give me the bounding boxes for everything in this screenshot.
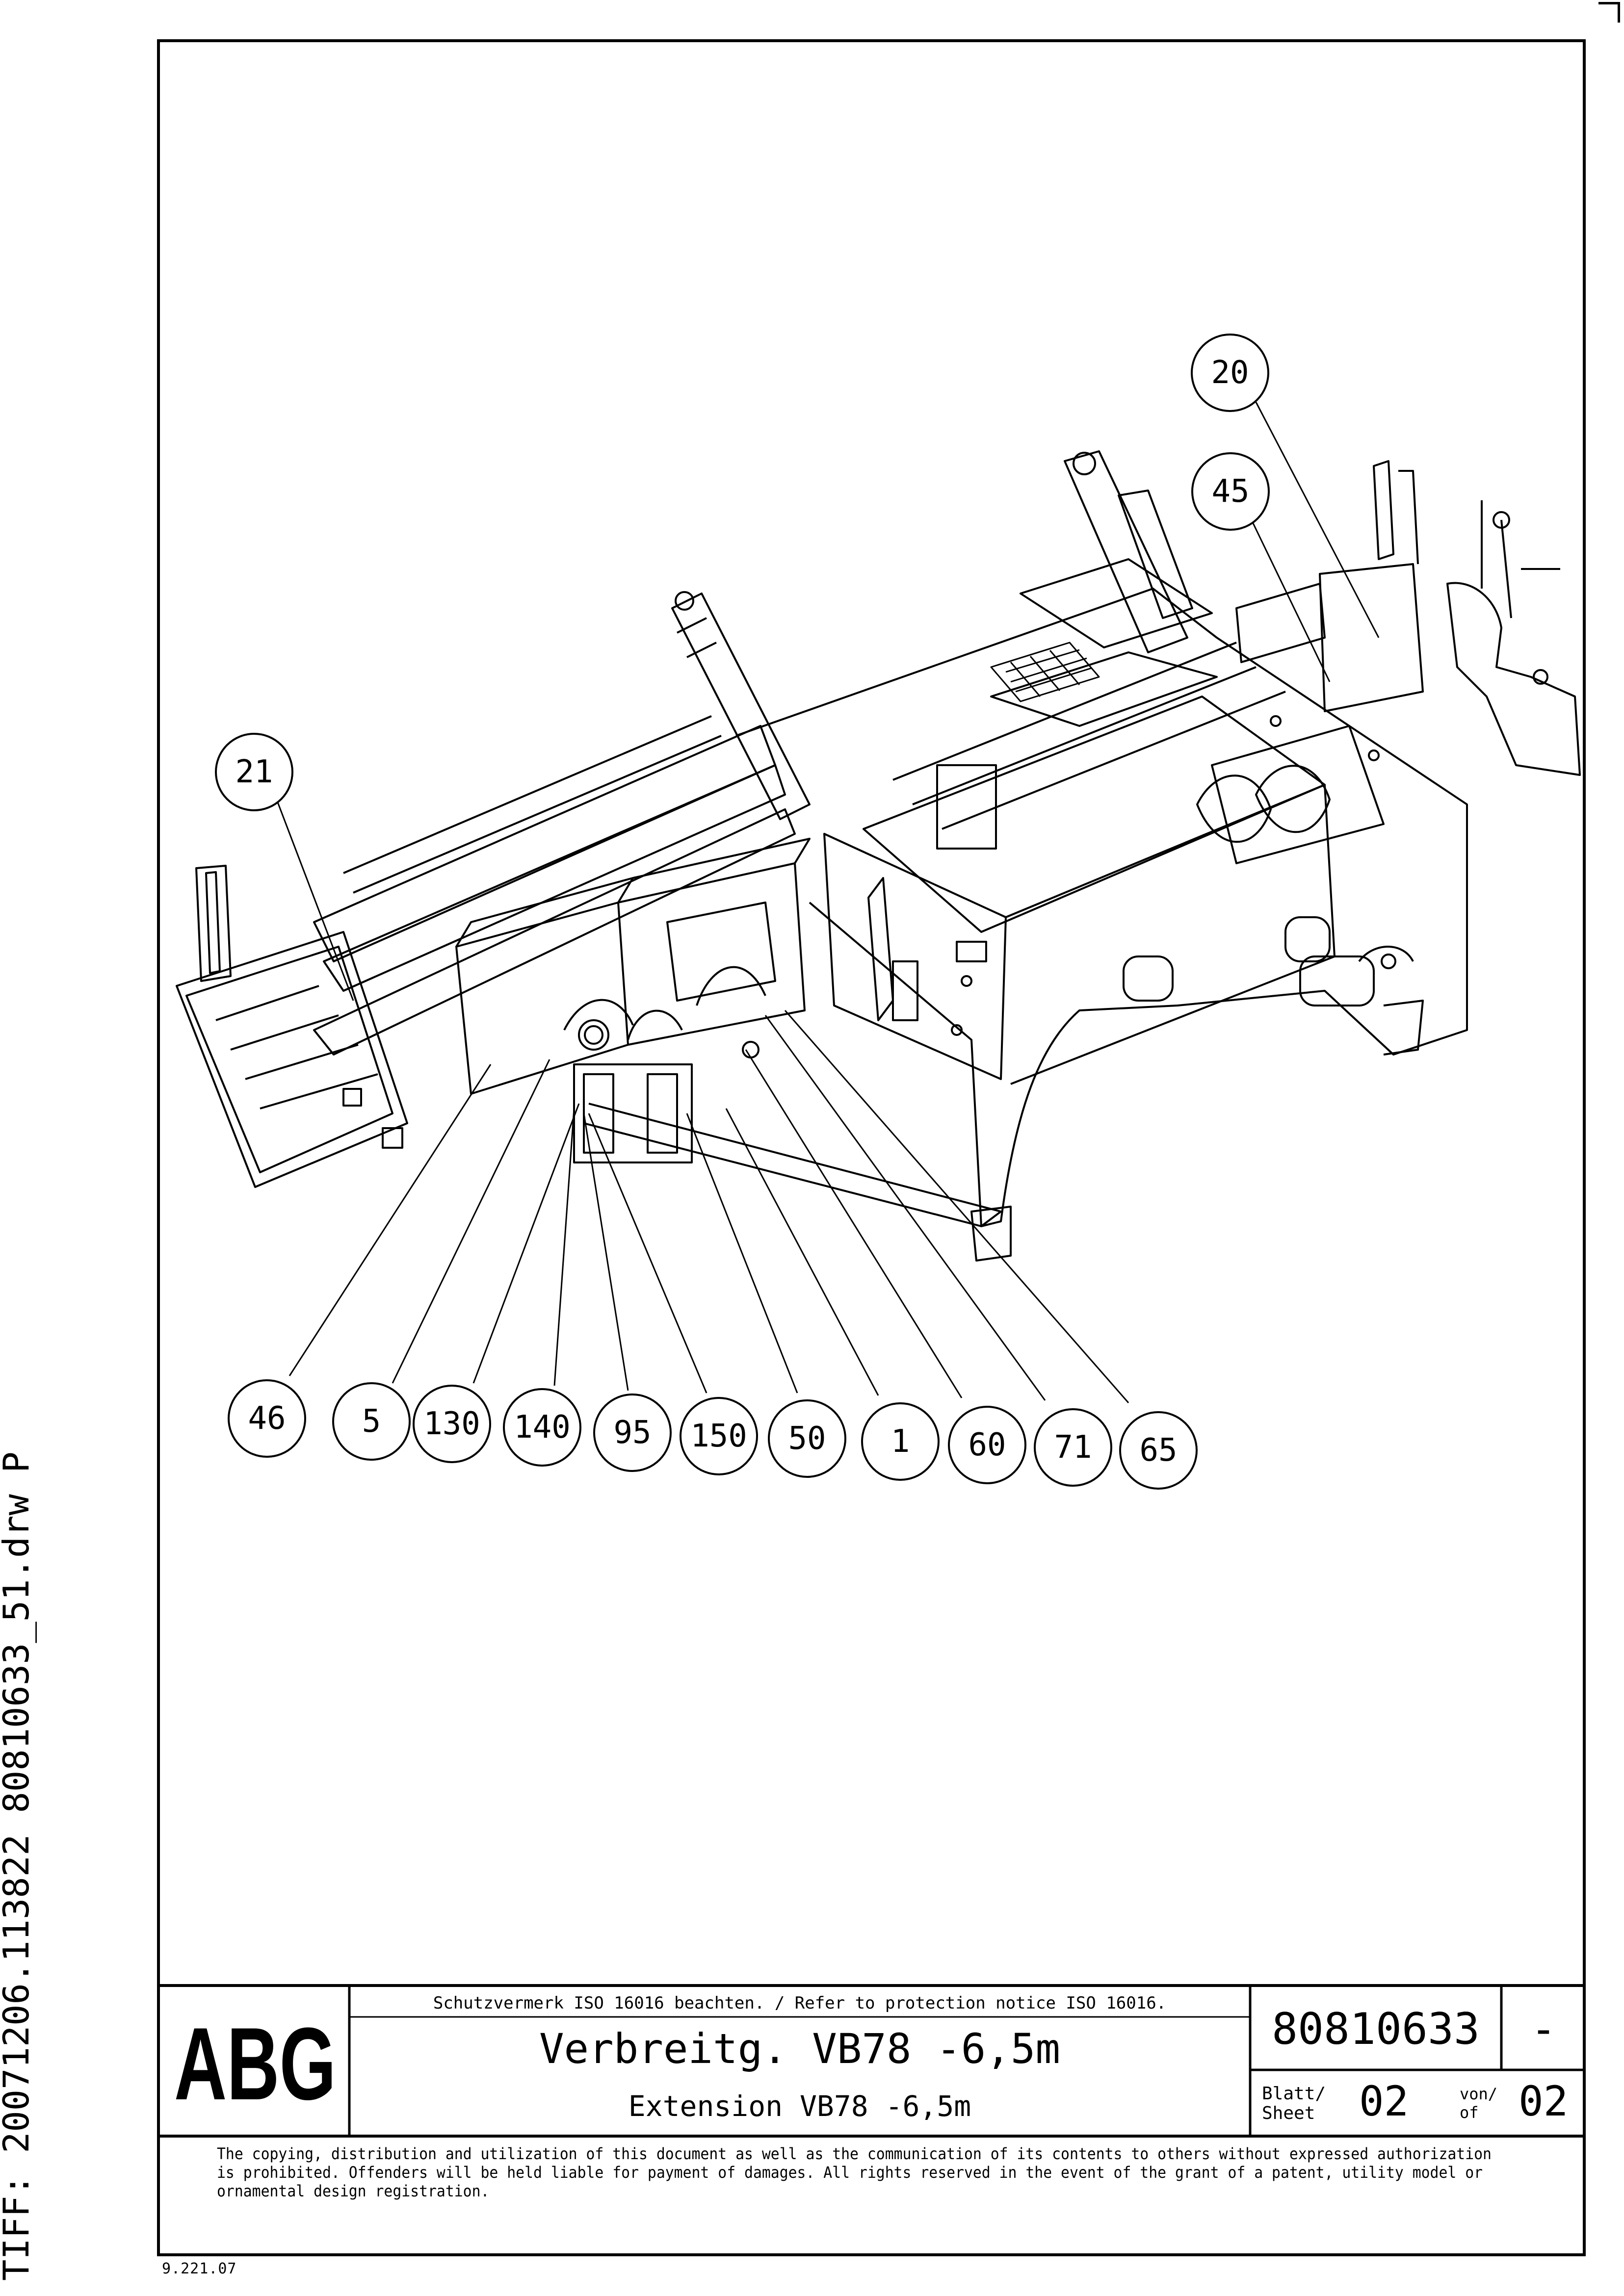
sheet-label-de: Blatt/: [1262, 2084, 1326, 2104]
callout-150: 150: [690, 1418, 747, 1454]
callout-71: 71: [1054, 1429, 1092, 1466]
callout-95: 95: [613, 1415, 651, 1451]
callout-21: 21: [235, 754, 273, 790]
copyright-line-2: is prohibited. Offenders will be held li…: [217, 2163, 1483, 2182]
title-english: Extension VB78 -6,5m: [628, 2090, 971, 2123]
abg-logo-text: ABG: [174, 2006, 336, 2119]
callout-45: 45: [1211, 473, 1249, 510]
drawing-number: 80810633: [1272, 2004, 1480, 2054]
callout-50: 50: [788, 1420, 826, 1457]
abg-logo: ABG: [174, 2006, 336, 2119]
form-code: 9.221.07: [162, 2260, 237, 2277]
copyright-line-1: The copying, distribution and utilizatio…: [217, 2144, 1492, 2163]
callout-20: 20: [1211, 355, 1249, 391]
callout-1: 1: [891, 1423, 910, 1460]
sheet-number: 02: [1359, 2077, 1409, 2125]
grating-pattern: [990, 642, 1100, 702]
of-label-en: of: [1460, 2103, 1479, 2122]
callout-labels: 20 45 21 46 5 130 140 95 150 50 1 60 71 …: [235, 355, 1249, 1469]
callout-5: 5: [362, 1403, 381, 1440]
callout-46: 46: [248, 1400, 286, 1437]
drawing-frame: [157, 39, 1586, 2256]
title-german: Verbreitg. VB78 -6,5m: [539, 2025, 1061, 2073]
callout-65: 65: [1139, 1432, 1177, 1469]
of-label-de: von/: [1460, 2085, 1498, 2103]
protection-notice: Schutzvermerk ISO 16016 beachten. / Refe…: [433, 1993, 1167, 2013]
sheet-label-en: Sheet: [1262, 2103, 1315, 2123]
leader-lines: [274, 402, 1380, 1403]
title-block-grid: [157, 1984, 1586, 2138]
callout-130: 130: [423, 1406, 480, 1442]
callout-60: 60: [968, 1427, 1006, 1463]
callout-140: 140: [514, 1409, 571, 1445]
callout-bubbles: [215, 334, 1270, 1490]
revision-indicator: -: [1530, 2004, 1557, 2054]
corner-crop-mark: [1598, 2, 1620, 23]
sheet-total: 02: [1519, 2077, 1569, 2125]
copyright-line-3: ornamental design registration.: [217, 2182, 490, 2200]
frame-assembly-drawing: [176, 450, 1581, 1262]
